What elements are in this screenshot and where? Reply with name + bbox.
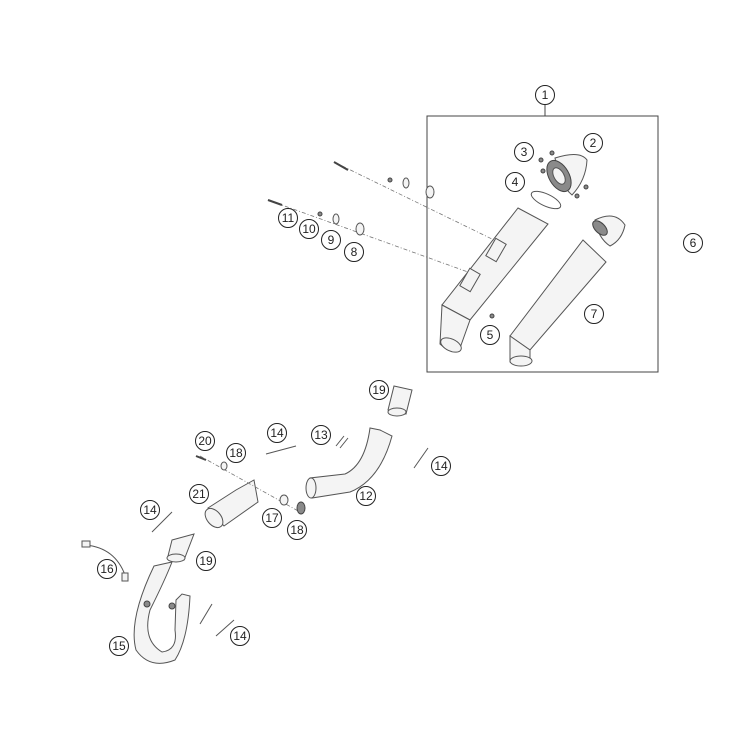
callout-circle bbox=[344, 242, 364, 262]
callout-labels: 1234567891011121314141414151617181819192… bbox=[97, 85, 703, 656]
callout-number: 18 bbox=[290, 523, 304, 537]
callout-number: 19 bbox=[372, 383, 386, 397]
callout-number: 20 bbox=[198, 434, 212, 448]
sleeve-19-top bbox=[387, 385, 413, 417]
callout-circle bbox=[311, 425, 331, 445]
callout-circle bbox=[584, 304, 604, 324]
callout-number: 16 bbox=[100, 562, 114, 576]
callout-14: 14 bbox=[431, 456, 451, 476]
callout-circle bbox=[683, 233, 703, 253]
callout-20: 20 bbox=[195, 431, 215, 451]
callout-number: 7 bbox=[591, 307, 598, 321]
callout-circle bbox=[140, 500, 160, 520]
springs bbox=[151, 445, 429, 637]
callout-13: 13 bbox=[311, 425, 331, 445]
callout-number: 11 bbox=[282, 211, 295, 225]
callout-number: 19 bbox=[199, 554, 213, 568]
callout-circle bbox=[230, 626, 250, 646]
callout-number: 3 bbox=[521, 145, 528, 159]
callout-circle bbox=[189, 484, 209, 504]
lambda-sensor bbox=[81, 540, 129, 582]
silencer-sleeve bbox=[509, 239, 607, 367]
callout-14: 14 bbox=[140, 500, 160, 520]
callout-1: 1 bbox=[535, 85, 555, 105]
callout-14: 14 bbox=[267, 423, 287, 443]
callout-circle bbox=[505, 172, 525, 192]
callout-circle bbox=[514, 142, 534, 162]
mounting-bolts bbox=[267, 161, 435, 236]
callout-4: 4 bbox=[505, 172, 525, 192]
screws bbox=[489, 150, 589, 319]
callout-number: 14 bbox=[270, 426, 284, 440]
callout-number: 14 bbox=[434, 459, 448, 473]
callout-circle bbox=[356, 486, 376, 506]
callout-circle bbox=[195, 431, 215, 451]
callout-5: 5 bbox=[480, 325, 500, 345]
callout-number: 1 bbox=[542, 88, 549, 102]
callout-circle bbox=[267, 423, 287, 443]
callout-number: 13 bbox=[314, 428, 328, 442]
rear-cap bbox=[592, 215, 626, 247]
callout-circle bbox=[299, 219, 319, 239]
callout-9: 9 bbox=[321, 230, 341, 250]
callout-3: 3 bbox=[514, 142, 534, 162]
callout-number: 18 bbox=[229, 446, 243, 460]
callout-12: 12 bbox=[356, 486, 376, 506]
manifold-section bbox=[204, 479, 259, 529]
callout-10: 10 bbox=[299, 219, 319, 239]
callout-circle bbox=[480, 325, 500, 345]
callout-number: 12 bbox=[359, 489, 373, 503]
callout-number: 5 bbox=[487, 328, 494, 342]
sleeve-19-bottom bbox=[166, 533, 195, 563]
callout-11: 11 bbox=[278, 208, 298, 228]
callout-circle bbox=[226, 443, 246, 463]
callout-14: 14 bbox=[230, 626, 250, 646]
callout-21: 21 bbox=[189, 484, 209, 504]
callout-18: 18 bbox=[226, 443, 246, 463]
callout-circle bbox=[109, 636, 129, 656]
callout-7: 7 bbox=[584, 304, 604, 324]
callout-number: 17 bbox=[265, 511, 279, 525]
silencer-body bbox=[439, 207, 549, 353]
callout-circle bbox=[196, 551, 216, 571]
end-cap bbox=[546, 154, 588, 196]
callout-number: 8 bbox=[351, 245, 358, 259]
callout-circle bbox=[97, 559, 117, 579]
bolt-washers bbox=[195, 455, 306, 515]
callout-circle bbox=[262, 508, 282, 528]
callout-number: 14 bbox=[143, 503, 157, 517]
callout-number: 2 bbox=[590, 136, 597, 150]
callout-circle bbox=[278, 208, 298, 228]
callout-number: 15 bbox=[112, 639, 126, 653]
callout-circle bbox=[369, 380, 389, 400]
callout-number: 6 bbox=[690, 236, 697, 250]
callout-number: 14 bbox=[233, 629, 247, 643]
callout-19: 19 bbox=[369, 380, 389, 400]
callout-6: 6 bbox=[683, 233, 703, 253]
callout-number: 21 bbox=[192, 487, 206, 501]
callout-number: 9 bbox=[328, 233, 335, 247]
callout-number: 10 bbox=[302, 222, 316, 236]
callout-15: 15 bbox=[109, 636, 129, 656]
connecting-pipe bbox=[305, 427, 393, 499]
callout-circle bbox=[321, 230, 341, 250]
header-pipe bbox=[133, 561, 191, 664]
callout-17: 17 bbox=[262, 508, 282, 528]
silencer-assembly-box bbox=[426, 115, 659, 373]
callout-circle bbox=[535, 85, 555, 105]
callout-2: 2 bbox=[583, 133, 603, 153]
callout-8: 8 bbox=[344, 242, 364, 262]
callout-18: 18 bbox=[287, 520, 307, 540]
clamp-13 bbox=[335, 435, 349, 449]
gasket-ring bbox=[530, 190, 562, 210]
callout-16: 16 bbox=[97, 559, 117, 579]
callout-circle bbox=[431, 456, 451, 476]
callout-19: 19 bbox=[196, 551, 216, 571]
callout-circle bbox=[583, 133, 603, 153]
callout-circle bbox=[287, 520, 307, 540]
callout-number: 4 bbox=[512, 175, 519, 189]
